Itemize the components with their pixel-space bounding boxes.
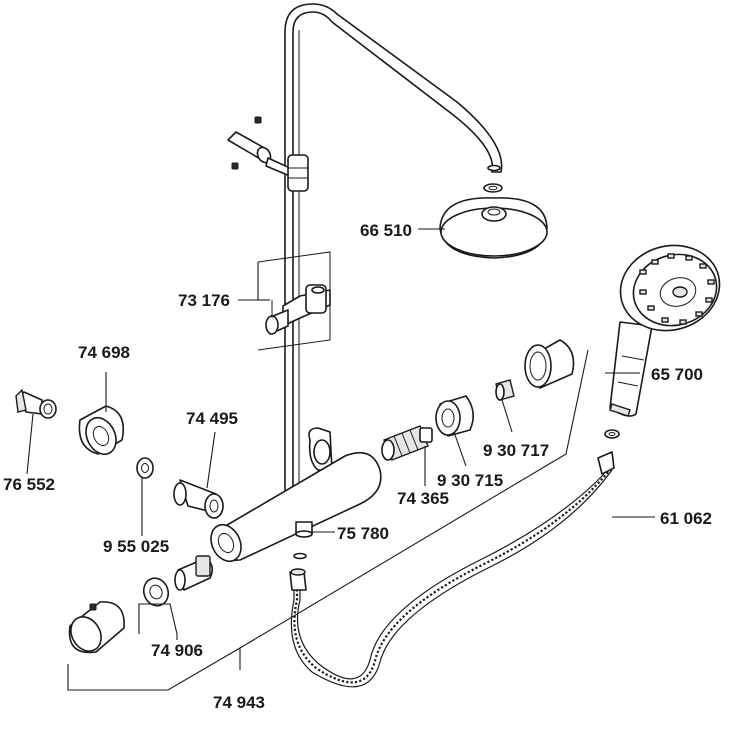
nut-930715 [435, 395, 474, 437]
label-75780: 75 780 [337, 524, 389, 543]
connector-76552 [15, 388, 57, 419]
label-65700: 65 700 [651, 365, 703, 384]
label-76552: 76 552 [3, 475, 55, 494]
leader-lines [26, 228, 655, 691]
filter-74365 [381, 425, 433, 461]
label-61062: 61 062 [660, 509, 712, 528]
cartridge-74906 [142, 555, 214, 607]
shower-hose [289, 451, 615, 688]
label-74698: 74 698 [78, 343, 130, 362]
overhead-shower [439, 183, 548, 259]
slide-holder [257, 251, 331, 351]
label-74365: 74 365 [397, 489, 449, 508]
nut-74495 [173, 479, 224, 519]
hand-shower [604, 244, 721, 439]
part-labels: 66 510 73 176 74 698 65 700 74 495 9 30 … [3, 221, 712, 712]
label-955025: 9 55 025 [103, 537, 169, 556]
thermostat-body [210, 427, 382, 563]
spray-holes [639, 253, 715, 325]
label-73176: 73 176 [178, 291, 230, 310]
wall-bracket [227, 116, 309, 192]
ring-74698 [78, 405, 125, 456]
label-66510: 66 510 [360, 221, 412, 240]
label-74906: 74 906 [151, 641, 203, 660]
adapter-930717 [495, 379, 515, 401]
riser-pipe [284, 3, 503, 500]
label-930717: 9 30 717 [483, 441, 549, 460]
handle-74943 [68, 601, 125, 654]
label-74943: 74 943 [213, 693, 265, 712]
sleeve-cover [524, 339, 575, 389]
label-930715: 9 30 715 [437, 471, 503, 490]
label-74495: 74 495 [186, 409, 238, 428]
washer-955025 [136, 457, 154, 479]
